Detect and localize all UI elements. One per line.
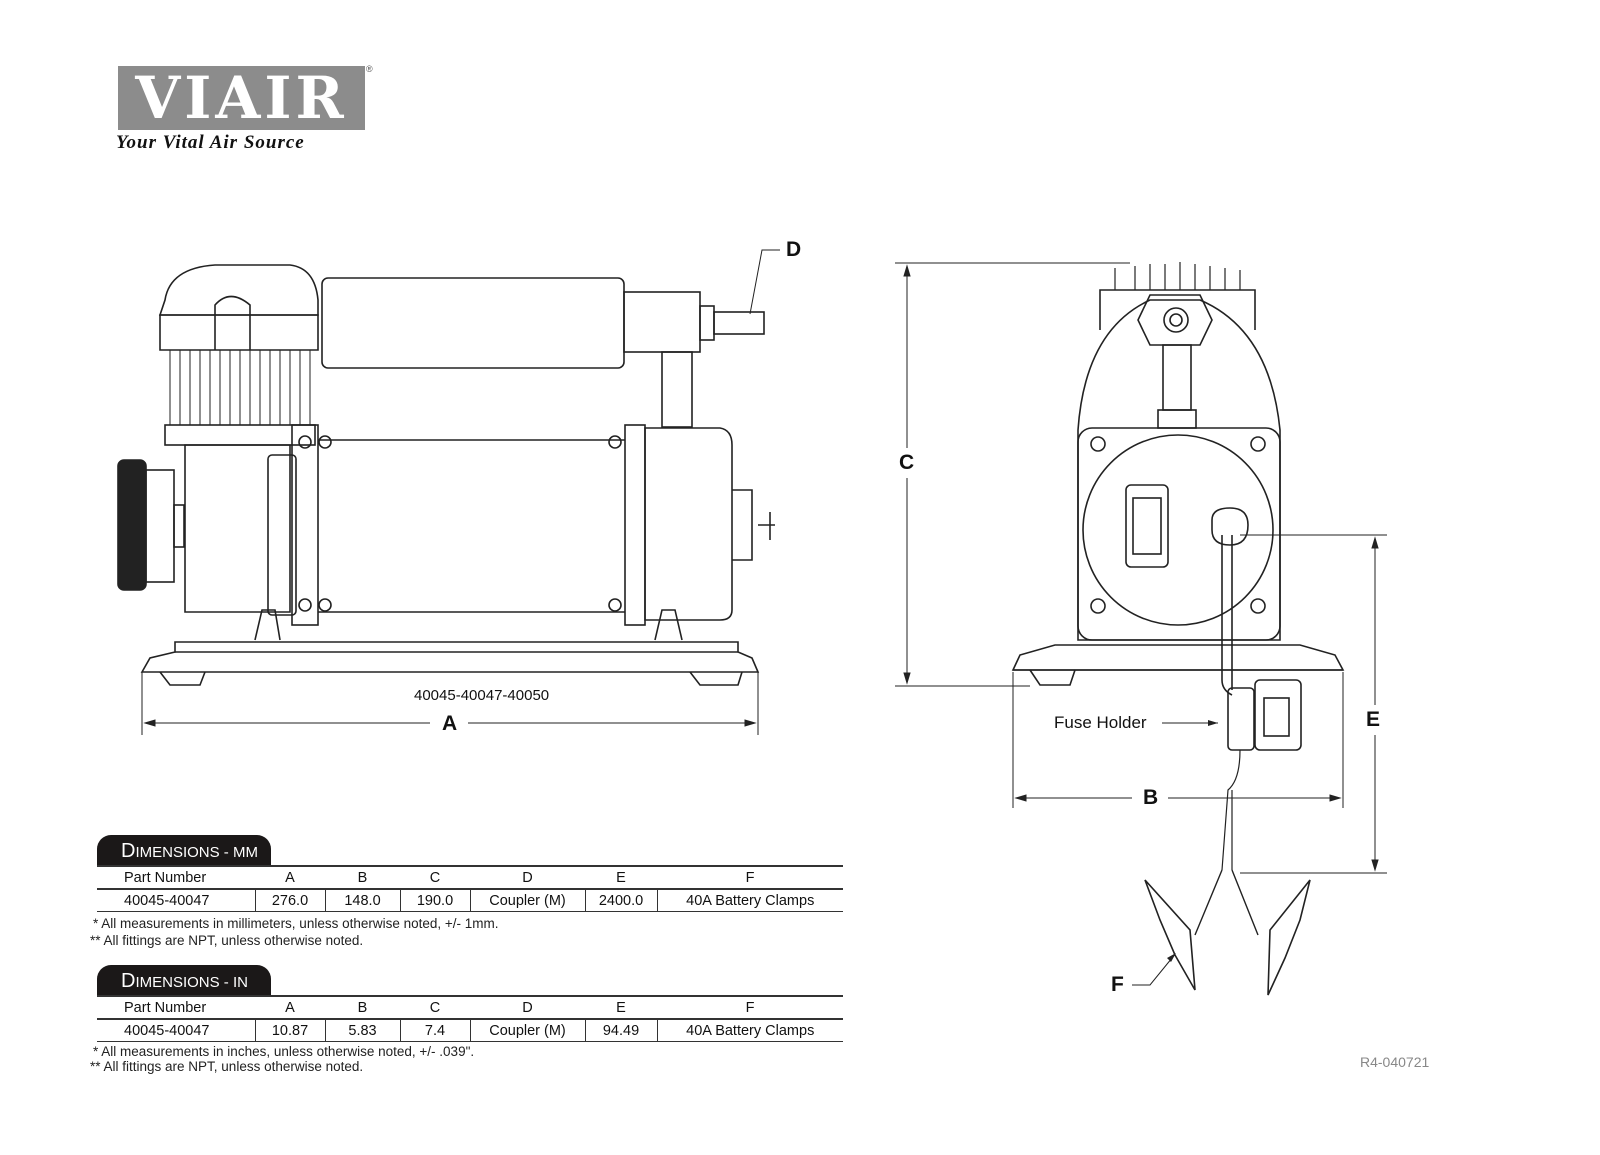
header-cell: Part Number [97,865,255,890]
fuse-holder [1227,687,1255,751]
dimension-e [1240,534,1387,874]
tank [321,277,625,369]
fuse-holder-label: Fuse Holder [1054,713,1147,732]
leader-d [749,249,780,315]
cell: 40A Battery Clamps [656,889,843,912]
table-row: 40045-40047 276.0 148.0 190.0 Coupler (M… [97,889,843,912]
tab-title-initial: D [121,840,136,862]
cell: 7.4 [399,1019,470,1042]
dimension-c [895,262,1130,687]
logo-brand: VIAIR [135,64,348,132]
cell: 94.49 [584,1019,657,1042]
motor-end-cap [644,427,733,621]
side-view-compressor [117,264,775,686]
cell: 40045-40047 [97,889,255,912]
cell: 2400.0 [584,889,657,912]
motor-face [1082,434,1274,626]
cell: 40A Battery Clamps [656,1019,843,1042]
cell: 148.0 [324,889,400,912]
header-cell: E [585,865,657,890]
cell: Coupler (M) [469,889,585,912]
registered-mark: ® [366,64,373,74]
cell: 10.87 [254,1019,325,1042]
label-b: B [1143,786,1159,809]
header-cell: B [325,865,400,890]
cell: 5.83 [324,1019,400,1042]
table-header-row: Part Number A B C D E F [97,995,843,1020]
logo-background [118,66,365,130]
header-cell: A [255,995,325,1020]
leader-f [1132,957,1173,986]
dimensions-mm-tab: DIMENSIONS - MM [97,835,271,865]
label-f: F [1111,973,1124,996]
note-mm-measurements: * All measurements in millimeters, unles… [93,916,499,931]
tab-title-initial: D [121,970,136,992]
dimensions-in-table: Part Number A B C D E F 40045-40047 10.8… [97,995,843,1042]
note-in-fittings: ** All fittings are NPT, unless otherwis… [90,1059,364,1074]
cylinder-head [158,264,319,316]
model-number-label: 40045-40047-40050 [414,687,550,704]
note-in-measurements: * All measurements in inches, unless oth… [93,1044,475,1059]
dimension-a [141,672,759,735]
battery-clamp-left [1144,879,1196,991]
header-cell: D [470,995,585,1020]
cell: Coupler (M) [469,1019,585,1042]
header-cell: C [400,995,470,1020]
front-housing [1077,299,1281,641]
coupler [713,311,765,335]
cell: 276.0 [254,889,325,912]
dimensions-mm-table: Part Number A B C D E F 40045-40047 276.… [97,865,843,912]
header-cell: A [255,865,325,890]
note-mm-fittings: ** All fittings are NPT, unless otherwis… [90,933,364,948]
dimensions-in-tab: DIMENSIONS - IN [97,965,271,995]
header-cell: D [470,865,585,890]
label-c: C [899,451,915,474]
header-cell: F [657,995,843,1020]
logo-tagline: Your Vital Air Source [116,132,305,153]
cell: 40045-40047 [97,1019,255,1042]
front-base-plate [1011,644,1345,671]
tab-title-rest: IMENSIONS - MM [135,844,258,861]
label-d: D [786,238,802,261]
label-e: E [1366,708,1381,731]
header-cell: C [400,865,470,890]
front-view-compressor [1011,262,1345,996]
base-plate [140,641,760,673]
table-header-row: Part Number A B C D E F [97,865,843,890]
tab-title-rest: IMENSIONS - IN [135,974,248,991]
switch [1125,484,1169,568]
dimension-b [1012,672,1344,808]
header-cell: B [325,995,400,1020]
header-cell: E [585,995,657,1020]
label-a: A [442,712,458,735]
cell: 190.0 [399,889,470,912]
header-cell: Part Number [97,995,255,1020]
header-cell: F [657,865,843,890]
table-row: 40045-40047 10.87 5.83 7.4 Coupler (M) 9… [97,1019,843,1042]
knob [117,459,147,591]
revision-code: R4-040721 [1360,1054,1430,1070]
battery-clamp-right [1267,879,1311,996]
